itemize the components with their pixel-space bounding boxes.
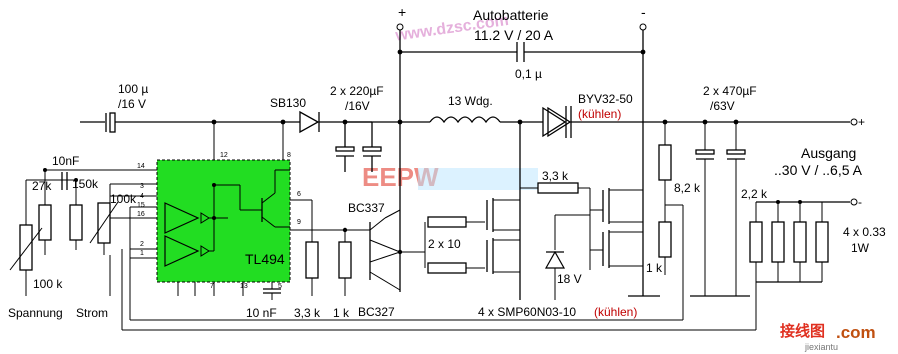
label-1k-bot: 1 k bbox=[333, 306, 350, 320]
label-8-2k: 8,2 k bbox=[674, 181, 701, 195]
pin-12: 12 bbox=[220, 152, 228, 159]
pin-2: 2 bbox=[140, 241, 144, 248]
label-10nf-top: 10nF bbox=[52, 154, 79, 168]
watermark-bottom-cn: 接线图 bbox=[780, 322, 825, 340]
pin-9: 9 bbox=[297, 219, 301, 226]
capacitor-10nF-timing bbox=[263, 282, 281, 300]
watermark-bottom-url: jiexiantu bbox=[804, 342, 838, 352]
label-c-out-voltage: /63V bbox=[710, 99, 735, 113]
label-ausgang: Ausgang bbox=[801, 145, 856, 161]
pin-5: 5 bbox=[278, 283, 282, 290]
minus-terminal-circle bbox=[639, 23, 647, 31]
label-sb130: SB130 bbox=[270, 96, 306, 110]
label-2x10: 2 x 10 bbox=[428, 237, 461, 251]
label-c-dual-voltage: /16V bbox=[345, 99, 370, 113]
label-bc337: BC337 bbox=[348, 201, 385, 215]
input-network bbox=[9, 168, 756, 331]
resistors-rt bbox=[305, 200, 352, 296]
label-shunt: 4 x 0.33 bbox=[843, 225, 886, 239]
pin-8: 8 bbox=[287, 152, 291, 159]
output-shunts bbox=[749, 198, 858, 330]
pin-16: 16 bbox=[137, 211, 145, 218]
pin-7: 7 bbox=[210, 283, 214, 290]
ic-label: TL494 bbox=[245, 251, 285, 267]
label-3-3k-mid: 3,3 k bbox=[542, 169, 569, 183]
watermark-band bbox=[418, 168, 538, 190]
supply-rails bbox=[396, 23, 647, 292]
pin-15: 15 bbox=[137, 202, 145, 209]
out-minus-label: - bbox=[858, 195, 862, 209]
label-c-dual-value: 2 x 220µF bbox=[330, 84, 384, 98]
pin-13: 13 bbox=[240, 283, 248, 290]
label-27k: 27k bbox=[32, 179, 52, 193]
label-c-in-value: 100 µ bbox=[118, 82, 148, 96]
label-2-2k: 2,2 k bbox=[741, 187, 768, 201]
title-line1: Autobatterie bbox=[473, 7, 549, 23]
label-150k: 150k bbox=[72, 177, 99, 191]
label-zener: 18 V bbox=[557, 272, 582, 286]
label-pot-100k: 100 k bbox=[33, 277, 63, 291]
label-ausgang-value: ..30 V / ..6,5 A bbox=[774, 162, 863, 178]
label-byv32: BYV32-50 bbox=[578, 92, 633, 106]
out-plus-label: + bbox=[858, 115, 865, 129]
watermark-bottom-com: .com bbox=[836, 323, 876, 342]
label-bc327: BC327 bbox=[358, 305, 395, 319]
ic-pins: 14 3 4 15 16 2 1 12 8 6 9 7 13 5 bbox=[110, 122, 345, 296]
watermark-bottom: 接线图 .com jiexiantu bbox=[780, 322, 876, 352]
terminal-minus-label: - bbox=[641, 4, 646, 20]
driver-transistors bbox=[345, 209, 485, 291]
label-3-3k-bot: 3,3 k bbox=[294, 306, 321, 320]
terminal-plus-label: + bbox=[398, 4, 406, 20]
label-kuehlen-2: (kühlen) bbox=[594, 305, 637, 319]
label-spannung: Spannung bbox=[8, 306, 63, 320]
label-10nf-bot: 10 nF bbox=[246, 306, 277, 320]
tl494-ic: TL494 bbox=[156, 159, 291, 283]
capacitor-2x470uF bbox=[690, 122, 750, 297]
label-100k-a: 100k bbox=[110, 192, 137, 206]
label-strom: Strom bbox=[76, 306, 108, 320]
labels: + - Autobatterie 11.2 V / 20 A 0,1 µ 100… bbox=[8, 4, 886, 320]
pin-1: 1 bbox=[140, 250, 144, 257]
capacitor-2x220uF bbox=[335, 121, 382, 172]
label-c-out-value: 2 x 470µF bbox=[703, 84, 757, 98]
label-coil: 13 Wdg. bbox=[448, 94, 493, 108]
label-1k-right: 1 k bbox=[646, 261, 663, 275]
label-kuehlen-1: (kühlen) bbox=[578, 107, 621, 121]
pin-6: 6 bbox=[297, 191, 301, 198]
label-c-in-voltage: /16 V bbox=[118, 97, 146, 111]
pin-14: 14 bbox=[137, 163, 145, 170]
mosfets-left bbox=[486, 122, 521, 300]
gate-network-right bbox=[520, 176, 660, 300]
pin-3: 3 bbox=[140, 183, 144, 190]
label-c-top: 0,1 µ bbox=[515, 67, 542, 81]
main-rail bbox=[80, 106, 858, 138]
label-mosfets: 4 x SMP60N03-10 bbox=[478, 305, 576, 319]
label-shunt-w: 1W bbox=[851, 241, 870, 255]
feedback-divider bbox=[658, 122, 684, 320]
title-line2: 11.2 V / 20 A bbox=[474, 27, 554, 43]
